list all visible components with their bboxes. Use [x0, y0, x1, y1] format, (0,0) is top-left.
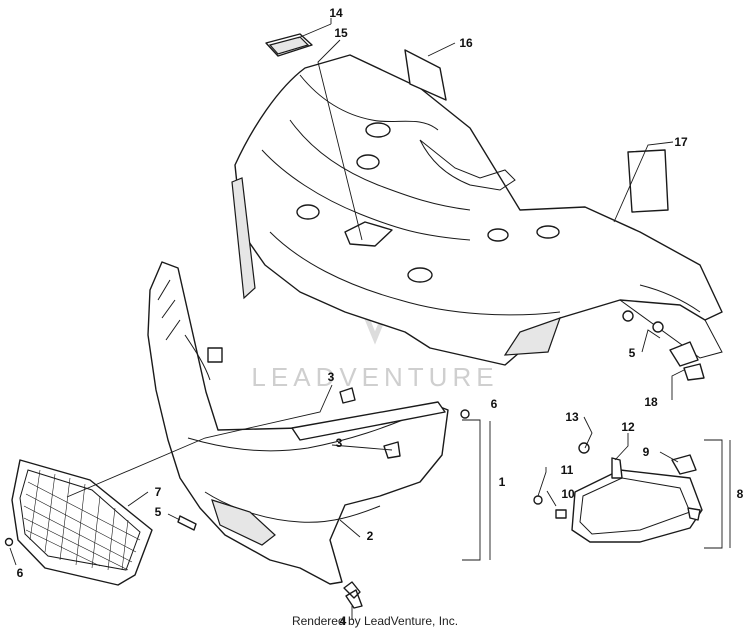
callout-11: 11 — [561, 463, 574, 477]
callout-4: 4 — [340, 614, 347, 628]
callout-12: 12 — [621, 420, 635, 434]
front-fender-body — [231, 54, 723, 366]
decal-part-16 — [404, 49, 447, 101]
screw-part-upper — [460, 409, 470, 419]
callout-10: 10 — [561, 487, 575, 501]
callout-13: 13 — [565, 410, 579, 424]
callout-18: 18 — [644, 395, 658, 409]
headlight-assembly — [533, 442, 703, 543]
screws-part-upper — [622, 310, 664, 333]
callout-14: 14 — [329, 6, 343, 20]
front-bumper — [147, 261, 449, 585]
decal-part-17 — [627, 149, 669, 213]
callout-15: 15 — [334, 26, 348, 40]
screw-part-lower — [4, 537, 14, 547]
rendered-by-footer: Rendered by LeadVenture, Inc. — [291, 614, 459, 628]
watermark-text: LEADVENTURE — [251, 362, 498, 392]
callout-16: 16 — [459, 36, 473, 50]
badge-part — [265, 33, 313, 57]
callout-5-lower: 5 — [155, 505, 162, 519]
grille-part — [11, 459, 153, 586]
callout-9: 9 — [643, 445, 650, 459]
callout-8: 8 — [737, 487, 744, 501]
callout-labels: 14 15 16 17 5 18 3 6 3 1 13 12 9 11 10 8… — [17, 6, 744, 628]
callout-6-lower: 6 — [17, 566, 24, 580]
callout-1: 1 — [499, 475, 506, 489]
callout-3-upper: 3 — [328, 370, 335, 384]
callout-7: 7 — [155, 485, 162, 499]
callout-2: 2 — [367, 529, 374, 543]
screw-part-lower-5 — [177, 515, 197, 531]
grille-mesh — [23, 469, 141, 571]
callout-17: 17 — [674, 135, 688, 149]
clips-part — [669, 341, 705, 381]
callout-3-lower: 3 — [336, 436, 343, 450]
bolt-part — [343, 581, 363, 609]
fastener-part-upper — [339, 387, 356, 404]
callout-5-upper: 5 — [629, 346, 636, 360]
callout-6-upper: 6 — [491, 397, 498, 411]
leader-lines — [9, 18, 731, 620]
